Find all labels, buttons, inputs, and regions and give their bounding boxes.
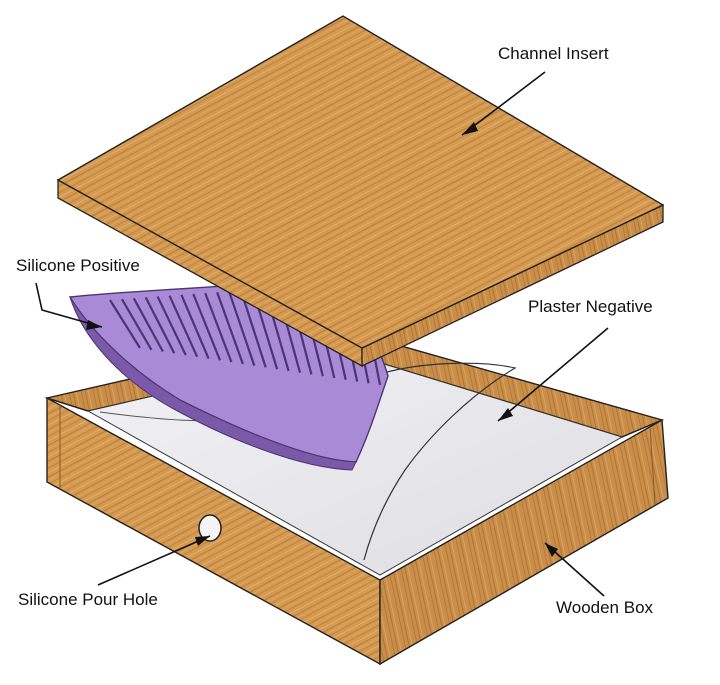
silicone-pour-hole (198, 514, 222, 542)
silicone-channel-rib (144, 296, 176, 354)
silicone-channel-rib (239, 290, 267, 368)
label-silicone-pour-hole: Silicone Pour Hole (18, 590, 158, 609)
arrow-channel-insert (461, 71, 546, 136)
label-channel-insert: Channel Insert (498, 44, 609, 63)
silicone-channel-rib (120, 298, 153, 351)
silicone-side (69, 296, 357, 471)
channel-insert (56, 15, 665, 368)
silicone-channel-rib (156, 296, 187, 356)
silicone-channel-rib (132, 297, 164, 353)
label-silicone-positive: Silicone Positive (16, 256, 140, 275)
label-wooden-box: Wooden Box (556, 598, 654, 617)
silicone-channel-rib (168, 295, 199, 358)
label-plaster-negative: Plaster Negative (528, 297, 653, 316)
channel-insert-top (56, 15, 665, 349)
arrow-silicone-pour-hole (97, 535, 211, 586)
arrow-plaster-negative (497, 327, 609, 422)
silicone-channel-rib (228, 291, 256, 366)
plaster-ridge (363, 362, 517, 561)
silicone-channel-rib (216, 291, 244, 365)
arrow-silicone-positive (35, 282, 103, 328)
silicone-channel-rib (192, 293, 222, 361)
silicone-channel-rib (180, 294, 210, 360)
leader-arrows (35, 71, 609, 597)
box-right-wall (379, 418, 669, 666)
silicone-channel-rib (109, 299, 141, 349)
silicone-channel-rib (204, 292, 233, 363)
